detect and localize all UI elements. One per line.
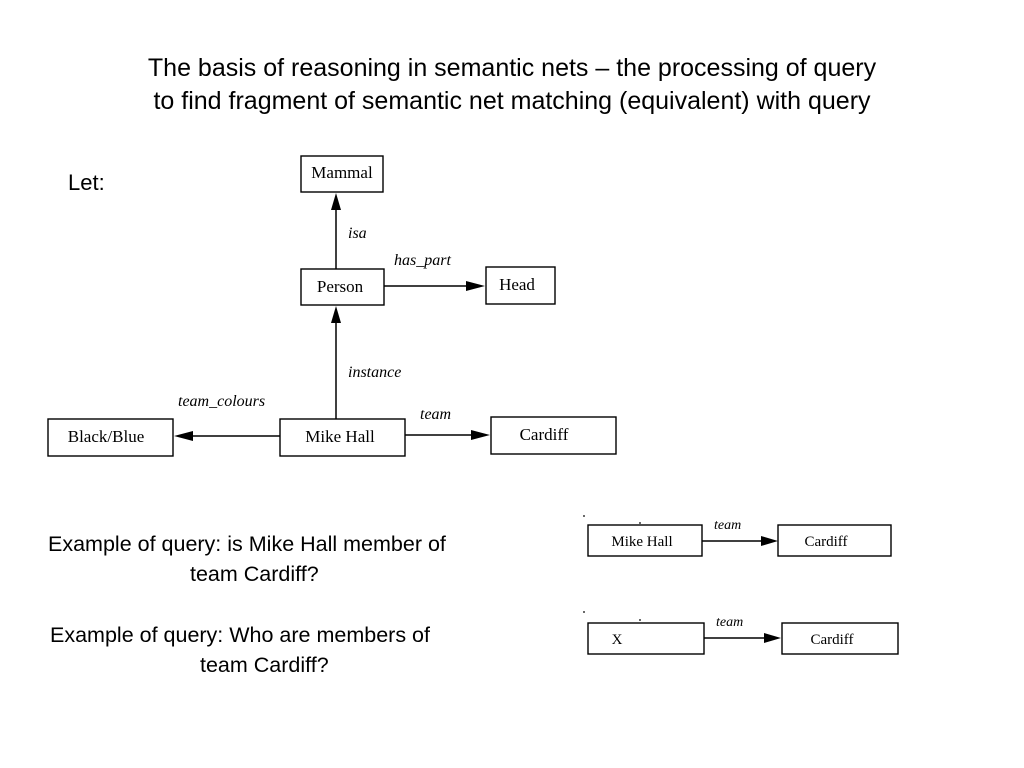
query2-object-box [781, 622, 899, 655]
query1-relation-label: team [714, 518, 741, 533]
query-diagram-1: Mike Hall team Cardiff [583, 515, 892, 557]
node-black-blue-label: Black/Blue [68, 427, 144, 446]
example-query-1: Example of query: is Mike Hall member of… [40, 529, 530, 589]
node-person: Person [300, 268, 385, 306]
edge-instance: instance [331, 306, 401, 419]
query2-subject-label: X [612, 632, 623, 648]
example-query-1-line-1: Example of query: is Mike Hall member of [48, 532, 446, 556]
title-line-1: The basis of reasoning in semantic nets … [147, 54, 877, 82]
node-mike-hall: Mike Hall [279, 418, 406, 457]
node-mike-hall-label: Mike Hall [305, 427, 375, 446]
slide-title: The basis of reasoning in semantic nets … [0, 52, 1024, 118]
edge-team-colours: team_colours [174, 393, 280, 441]
edge-label-isa: isa [348, 225, 367, 242]
query1-arrowhead [761, 536, 778, 546]
example-query-1-line-2: team Cardiff? [190, 562, 319, 586]
node-head-label: Head [499, 275, 535, 294]
node-cardiff-label: Cardiff [520, 425, 569, 444]
arrowhead-has-part [466, 281, 485, 291]
query2-relation-label: team [716, 615, 743, 630]
node-person-label: Person [317, 277, 364, 296]
edge-team: team [405, 406, 490, 440]
node-head: Head [485, 266, 556, 305]
arrowhead-team-colours [174, 431, 193, 441]
example-query-2: Example of query: Who are members of tea… [40, 620, 510, 680]
arrowhead-team [471, 430, 490, 440]
edge-isa: isa [331, 193, 367, 269]
query1-object-label: Cardiff [804, 534, 847, 550]
query2-arrowhead [764, 633, 781, 643]
arrowhead-isa [331, 193, 341, 210]
query1-object-box [777, 524, 892, 557]
edge-label-instance: instance [348, 364, 401, 381]
edge-has-part: has_part [384, 252, 485, 291]
edge-label-has-part: has_part [394, 252, 451, 269]
query-diagram-2: X team Cardiff [583, 611, 899, 655]
example-query-2-line-1: Example of query: Who are members of [50, 623, 430, 647]
query1-subject-label: Mike Hall [611, 534, 672, 550]
edge-label-team-colours: team_colours [178, 393, 265, 410]
let-label: Let: [68, 170, 105, 195]
query2-object-label: Cardiff [810, 632, 853, 648]
node-black-blue: Black/Blue [47, 418, 174, 457]
node-mammal: Mammal [300, 155, 384, 193]
query2-subject-box [587, 622, 705, 655]
node-mammal-label: Mammal [311, 163, 373, 182]
edge-label-team: team [420, 406, 451, 423]
title-line-2: to find fragment of semantic net matchin… [153, 87, 871, 115]
arrowhead-instance [331, 306, 341, 323]
example-query-2-line-2: team Cardiff? [200, 653, 329, 677]
node-cardiff: Cardiff [490, 416, 617, 455]
